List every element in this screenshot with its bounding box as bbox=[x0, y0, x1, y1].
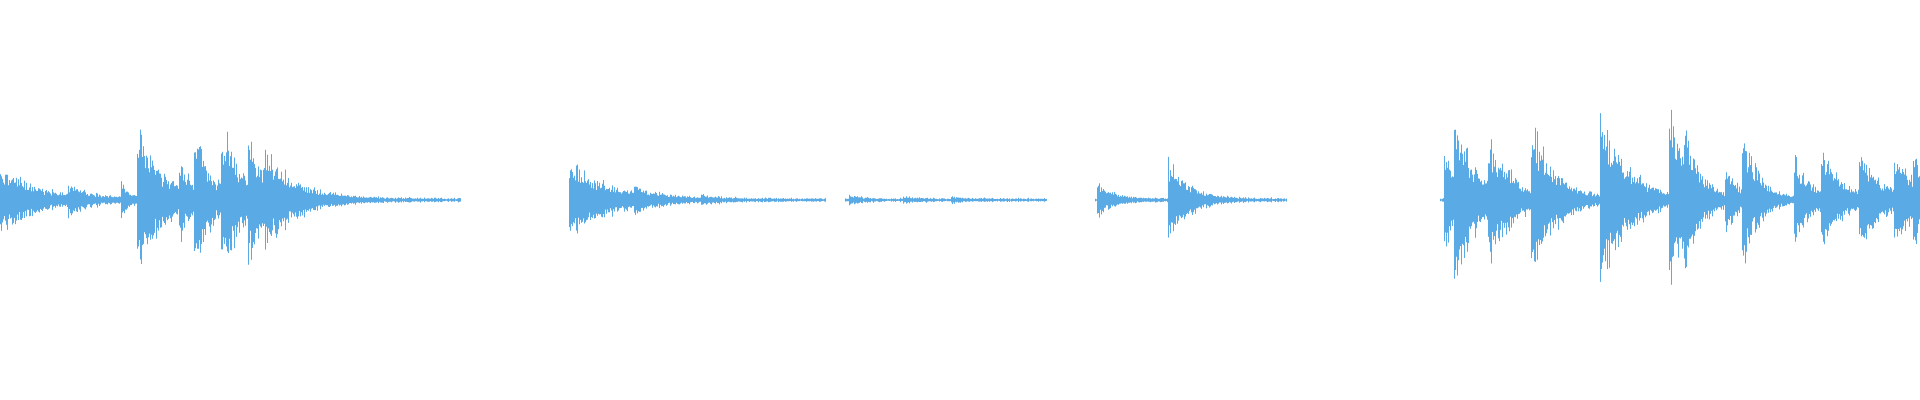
waveform-trace bbox=[0, 109, 1920, 285]
waveform-path bbox=[0, 109, 1920, 285]
